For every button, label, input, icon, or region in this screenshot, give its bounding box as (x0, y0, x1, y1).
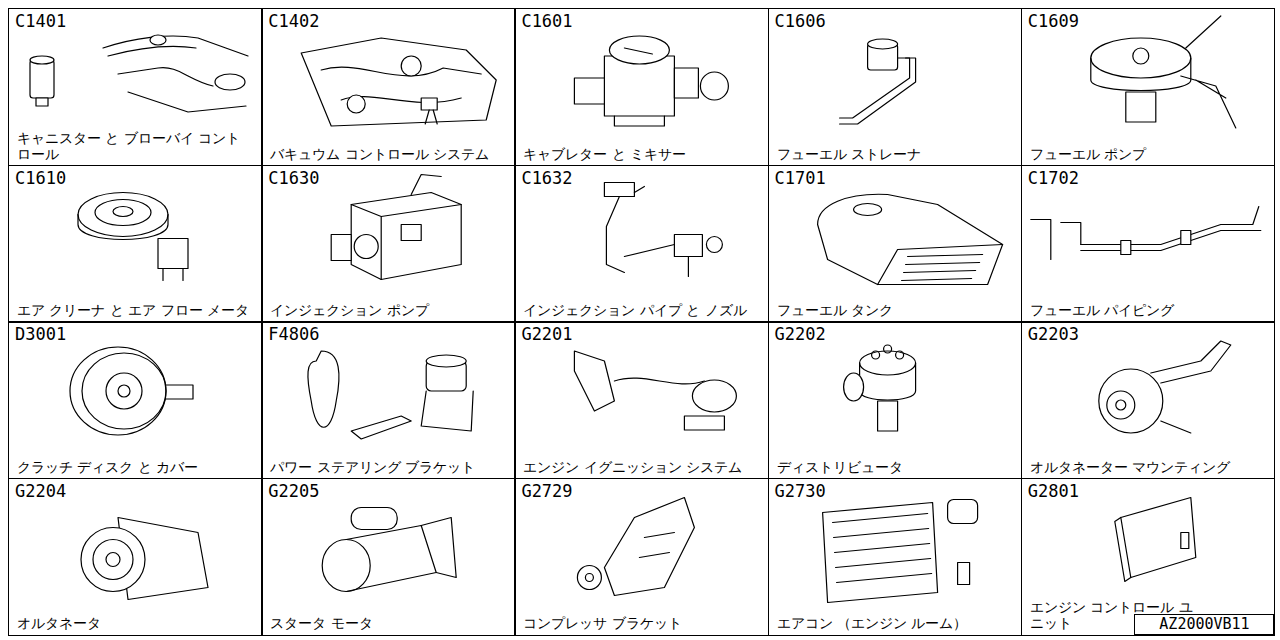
catalog-cell: G2204 オルタネータ (8, 478, 263, 636)
part-group-name: フューエル タンク (775, 302, 895, 318)
part-group-code: C1606 (773, 11, 828, 31)
part-group-name: スタータ モータ (268, 615, 374, 631)
part-group-code: C1402 (266, 11, 321, 31)
part-group-code: C1702 (1026, 168, 1081, 188)
catalog-cell: C1701 フューエル タンク (768, 165, 1023, 323)
part-group-name: クラッチ ディスク と カバー (15, 459, 200, 475)
part-group-name: フューエル パイピング (1028, 302, 1176, 318)
catalog-cell: C1401 キャニスター と ブローバイ コントロール (8, 8, 263, 166)
part-group-name: パワー ステアリング ブラケット (268, 459, 477, 475)
aircon-illustration (823, 500, 978, 603)
part-group-name: インジェクション パイプ と ノズル (521, 302, 748, 318)
drawing-number-box: AZ2000VB11 (1134, 614, 1274, 635)
catalog-cell: C1609 フューエル ポンプ (1021, 8, 1276, 166)
canister-illustration (30, 35, 248, 112)
drawing-number: AZ2000VB11 (1159, 616, 1249, 632)
part-group-name: オルタネータ (15, 615, 103, 631)
part-group-code: C1609 (1026, 11, 1081, 31)
part-group-name: エアコン （エンジン ルーム） (775, 615, 970, 631)
catalog-cell: C1610 エア クリーナ と エア フロー メータ (8, 165, 263, 323)
catalog-cell: F4806 パワー ステアリング ブラケット (261, 321, 516, 479)
part-group-name: キャニスター と ブローバイ コントロール (15, 130, 255, 162)
part-group-code: G2202 (773, 324, 828, 344)
alternator-illustration (81, 518, 208, 600)
catalog-cell: C1630 インジェクション ポンプ (261, 165, 516, 323)
clutch-disc-illustration (70, 347, 193, 435)
air-cleaner-illustration (78, 193, 188, 281)
ignition-system-illustration (574, 351, 736, 430)
part-group-code: C1630 (266, 168, 321, 188)
catalog-cell: G2202 ディストリビュータ (768, 321, 1023, 479)
part-group-name: オルタネーター マウンティング (1028, 459, 1232, 475)
alternator-mounting-illustration (1099, 341, 1231, 433)
catalog-cell: G2201 エンジン イグニッション システム (514, 321, 769, 479)
part-group-name: インジェクション ポンプ (268, 302, 430, 318)
part-group-code: F4806 (266, 324, 321, 344)
part-group-code: C1632 (519, 168, 574, 188)
part-group-code: G2730 (773, 481, 828, 501)
fuel-pump-illustration (1091, 16, 1236, 128)
catalog-cell: C1606 フューエル ストレーナ (768, 8, 1023, 166)
part-group-code: G2205 (266, 481, 321, 501)
part-group-name: フューエル ストレーナ (775, 146, 923, 162)
part-group-code: C1610 (13, 168, 68, 188)
part-group-code: C1601 (519, 11, 574, 31)
catalog-cell: C1632 インジェクション パイプ と ノズル (514, 165, 769, 323)
injection-pump-illustration (331, 175, 461, 280)
injection-pipe-illustration (604, 183, 722, 277)
part-group-code: G2204 (13, 481, 68, 501)
part-group-name: エア クリーナ と エア フロー メータ (15, 302, 251, 318)
power-steering-illustration (308, 351, 473, 439)
part-group-code: C1401 (13, 11, 68, 31)
part-group-code: D3001 (13, 324, 68, 344)
carburetor-illustration (574, 36, 728, 126)
catalog-cell: D3001 クラッチ ディスク と カバー (8, 321, 263, 479)
catalog-cell: G2203 オルタネーター マウンティング (1021, 321, 1276, 479)
part-group-code: G2201 (519, 324, 574, 344)
fuel-tank-illustration (818, 194, 1003, 284)
part-group-code: G2203 (1026, 324, 1081, 344)
part-group-name: バキュウム コントロール システム (268, 146, 491, 162)
catalog-cell: C1702 フューエル パイピング (1021, 165, 1276, 323)
part-group-name: フューエル ポンプ (1028, 146, 1148, 162)
part-group-name: エンジン イグニッション システム (521, 459, 744, 475)
fuel-piping-illustration (1031, 207, 1261, 260)
catalog-cell: G2205 スタータ モータ (261, 478, 516, 636)
catalog-cell: G2801エンジン コントロール ユニットAZ2000VB11 (1021, 478, 1276, 636)
vacuum-system-illustration (301, 38, 496, 126)
catalog-cell: G2729 コンプレッサ ブラケット (514, 478, 769, 636)
ecu-illustration (1115, 498, 1196, 582)
part-group-code: G2729 (519, 481, 574, 501)
part-group-name: ディストリビュータ (775, 459, 905, 475)
catalog-cell: C1402 バキュウム コントロール システム (261, 8, 516, 166)
catalog-cell: C1601 キャブレター と ミキサー (514, 8, 769, 166)
part-group-code: C1701 (773, 168, 828, 188)
compressor-bracket-illustration (577, 498, 694, 596)
part-group-name: コンプレッサ ブラケット (521, 615, 683, 631)
fuel-strainer-illustration (840, 39, 916, 124)
catalog-cell: G2730 エアコン （エンジン ルーム） (768, 478, 1023, 636)
part-group-name: キャブレター と ミキサー (521, 146, 688, 162)
starter-motor-illustration (322, 508, 456, 592)
part-group-code: G2801 (1026, 481, 1081, 501)
distributor-illustration (844, 345, 916, 431)
